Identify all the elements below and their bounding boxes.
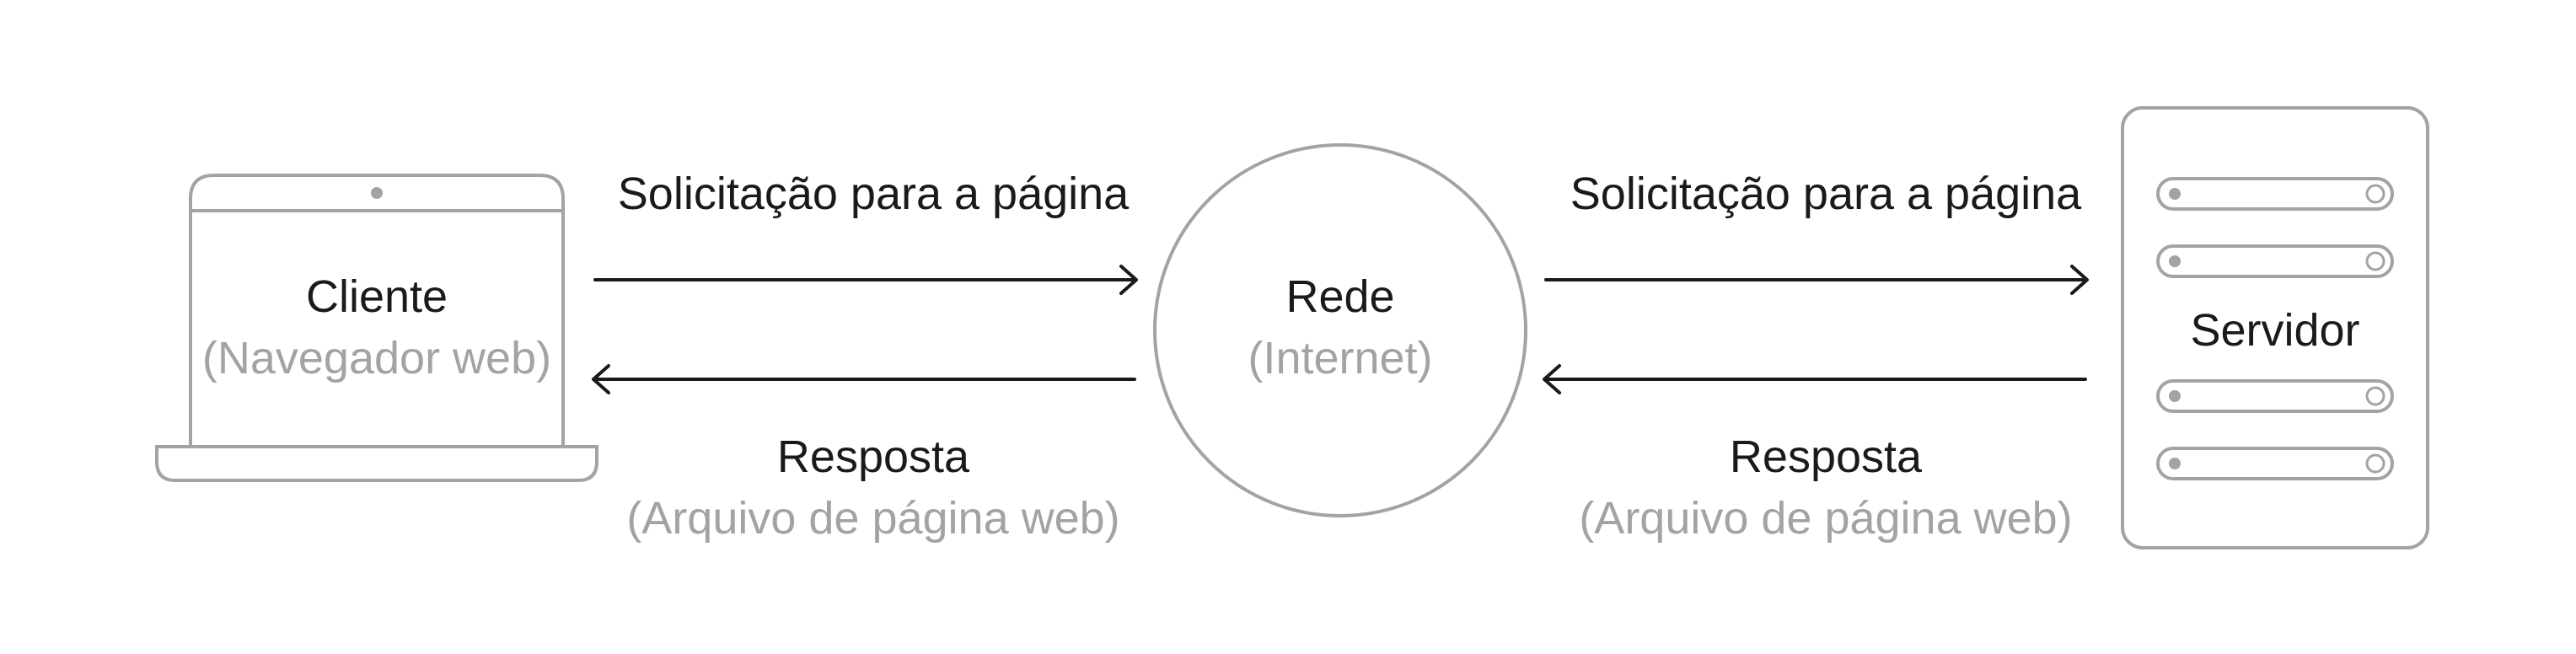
network-title: Rede (1285, 271, 1394, 322)
left-request-label: Solicitação para a página (618, 169, 1130, 219)
right-response-label: Resposta (1730, 432, 1923, 482)
client-title: Cliente (306, 271, 448, 322)
client-subtitle: (Navegador web) (202, 333, 551, 383)
left-response-arrow (592, 364, 1136, 394)
right-response-arrow (1543, 364, 2087, 394)
server-slot (2156, 379, 2394, 413)
server-slot (2156, 177, 2394, 211)
left-response-detail: (Arquivo de página web) (626, 493, 1119, 544)
left-response-label: Resposta (777, 432, 970, 482)
server-rack-icon (2121, 106, 2429, 549)
server-node: Servidor (2121, 106, 2429, 549)
left-connection: Solicitação para a página Resposta (Arqu… (592, 169, 1138, 544)
right-connection: Solicitação para a página Resposta (Arqu… (1543, 169, 2089, 544)
network-subtitle: (Internet) (1248, 333, 1432, 383)
left-request-arrow (593, 265, 1138, 295)
laptop-icon (155, 174, 598, 482)
server-slot (2156, 447, 2394, 480)
right-request-label: Solicitação para a página (1570, 169, 2082, 219)
network-node: Rede (Internet) (1153, 143, 1527, 517)
client-node: Cliente (Navegador web) (155, 174, 598, 482)
right-response-detail: (Arquivo de página web) (1579, 493, 2072, 544)
right-request-arrow (1544, 265, 2089, 295)
circle-icon (1153, 143, 1527, 517)
server-slot (2156, 244, 2394, 278)
server-title: Servidor (2190, 305, 2359, 356)
